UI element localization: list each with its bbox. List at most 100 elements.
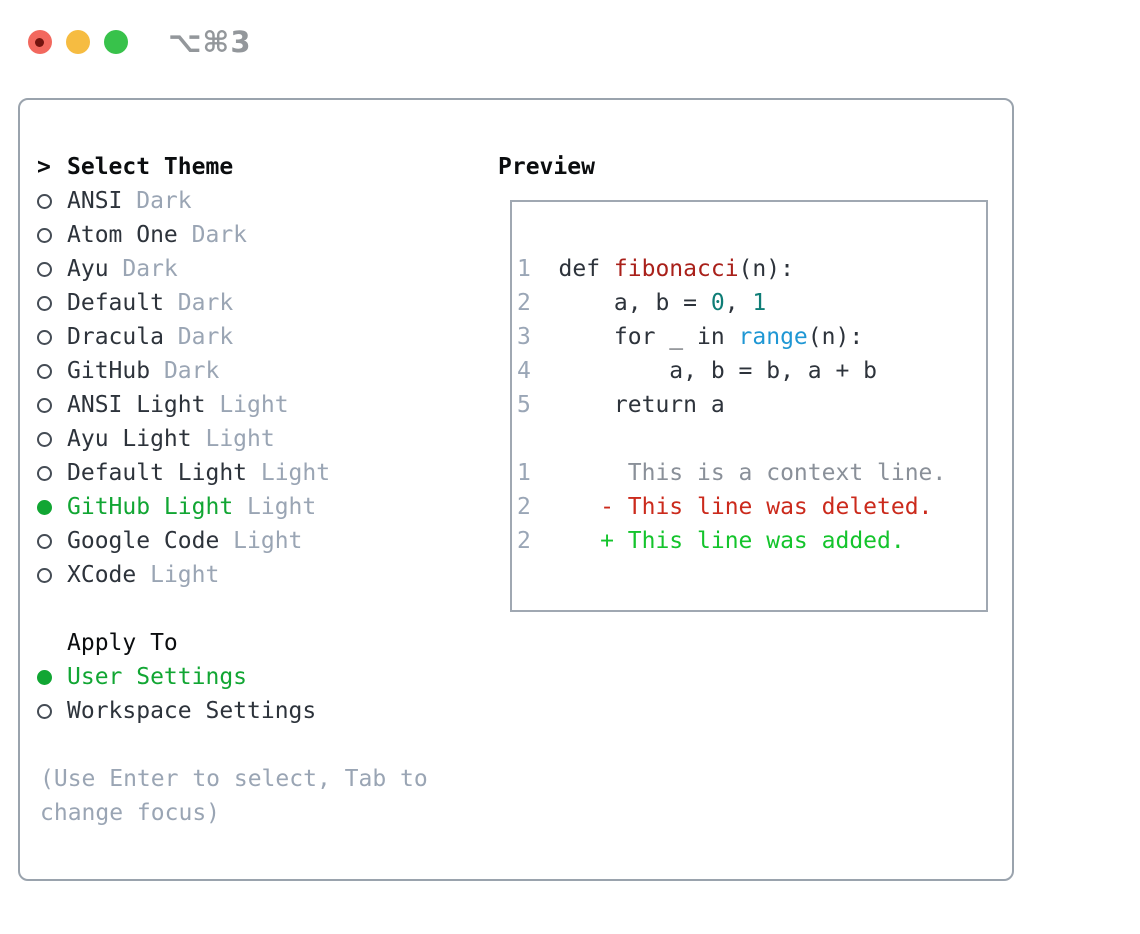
preview-line: 4 a, b = b, a + b bbox=[517, 354, 986, 388]
theme-variant: Light bbox=[247, 494, 317, 520]
theme-name: Ayu bbox=[67, 256, 109, 282]
line-number: 4 bbox=[517, 358, 531, 384]
code-token: (n): bbox=[807, 324, 864, 350]
radio-unselected-icon bbox=[37, 397, 67, 413]
theme-option-ayu[interactable]: Ayu Dark bbox=[37, 252, 428, 286]
line-number bbox=[517, 422, 531, 456]
theme-option-atom-one[interactable]: Atom One Dark bbox=[37, 218, 428, 252]
code-token: def bbox=[558, 256, 614, 282]
theme-option-google-code[interactable]: Google Code Light bbox=[37, 524, 428, 558]
theme-name: Ayu Light bbox=[67, 426, 192, 452]
theme-name: Default Light bbox=[67, 460, 248, 486]
line-content: + This line was added. bbox=[559, 524, 905, 558]
theme-option-ansi-light[interactable]: ANSI Light Light bbox=[37, 388, 428, 422]
code-token: (n): bbox=[738, 256, 794, 282]
theme-name: Atom One bbox=[67, 222, 178, 248]
theme-variant: Light bbox=[233, 528, 303, 554]
preview-line: 1 def fibonacci(n): bbox=[517, 252, 986, 286]
line-number: 1 bbox=[517, 256, 531, 282]
code-token: This is a context line. bbox=[558, 460, 947, 486]
radio-unselected-icon bbox=[37, 431, 67, 447]
theme-name: ANSI bbox=[67, 188, 123, 214]
code-token: , bbox=[724, 290, 753, 316]
apply-to-title: Apply To bbox=[67, 630, 178, 656]
preview-line: 2 + This line was added. bbox=[517, 524, 986, 558]
theme-variant: Light bbox=[150, 562, 220, 588]
code-token: range bbox=[738, 324, 808, 350]
line-number: 5 bbox=[517, 392, 531, 418]
preview-line: 2 a, b = 0, 1 bbox=[517, 286, 986, 320]
radio-unselected-icon bbox=[37, 533, 67, 549]
apply-option-user-settings[interactable]: User Settings bbox=[37, 660, 428, 694]
line-content: return a bbox=[559, 388, 725, 422]
radio-unselected-icon bbox=[37, 703, 67, 719]
theme-option-xcode[interactable]: XCode Light bbox=[37, 558, 428, 592]
theme-variant: Dark bbox=[177, 324, 234, 350]
close-button-icon[interactable] bbox=[28, 30, 52, 54]
preview-line bbox=[517, 422, 986, 456]
radio-unselected-icon bbox=[37, 567, 67, 583]
theme-name: XCode bbox=[67, 562, 137, 588]
theme-variant: Light bbox=[219, 392, 289, 418]
theme-variant: Dark bbox=[163, 358, 220, 384]
hint-line-1: (Use Enter to select, Tab to bbox=[40, 766, 428, 792]
radio-unselected-icon bbox=[37, 193, 67, 209]
preview-title: Preview bbox=[498, 154, 595, 180]
zoom-button-icon[interactable] bbox=[104, 30, 128, 54]
radio-unselected-icon bbox=[37, 329, 67, 345]
apply-option-name: User Settings bbox=[67, 664, 248, 690]
line-content: - This line was deleted. bbox=[558, 490, 933, 524]
code-token: 0 bbox=[710, 290, 725, 316]
line-content: def fibonacci(n): bbox=[559, 252, 794, 286]
code-token: fibonacci bbox=[613, 256, 739, 282]
code-token: + This line was added. bbox=[558, 528, 905, 554]
chevron-right-icon: > bbox=[37, 154, 51, 180]
code-token: a, b = bbox=[558, 290, 711, 316]
preview-line: 2 - This line was deleted. bbox=[517, 490, 986, 524]
select-theme-title: Select Theme bbox=[67, 154, 234, 180]
window-shortcut-label: ⌥⌘3 bbox=[168, 25, 252, 59]
line-number: 2 bbox=[517, 290, 531, 316]
radio-unselected-icon bbox=[37, 261, 67, 277]
code-token: a, b = b, a + b bbox=[558, 358, 878, 384]
cursor-marker: > bbox=[37, 150, 67, 184]
code-token: for _ in bbox=[558, 324, 739, 350]
line-content: This is a context line. bbox=[559, 456, 947, 490]
minimize-button-icon[interactable] bbox=[66, 30, 90, 54]
code-token: return a bbox=[558, 392, 725, 418]
preview-line: 3 for _ in range(n): bbox=[517, 320, 986, 354]
apply-option-workspace-settings[interactable]: Workspace Settings bbox=[37, 694, 428, 728]
apply-option-name: Workspace Settings bbox=[67, 698, 317, 724]
preview-line: 1 This is a context line. bbox=[517, 456, 986, 490]
line-content: a, b = 0, 1 bbox=[558, 286, 766, 320]
line-content: for _ in range(n): bbox=[558, 320, 864, 354]
theme-option-ansi[interactable]: ANSI Dark bbox=[37, 184, 428, 218]
line-number: 3 bbox=[517, 324, 531, 350]
radio-selected-icon bbox=[37, 669, 67, 685]
line-content: a, b = b, a + b bbox=[558, 354, 878, 388]
theme-name: Dracula bbox=[67, 324, 164, 350]
radio-unselected-icon bbox=[37, 465, 67, 481]
theme-name: Google Code bbox=[67, 528, 220, 554]
radio-unselected-icon bbox=[37, 295, 67, 311]
radio-unselected-icon bbox=[37, 227, 67, 243]
code-token: - This line was deleted. bbox=[558, 494, 933, 520]
theme-name: ANSI Light bbox=[67, 392, 206, 418]
theme-variant: Dark bbox=[191, 222, 248, 248]
theme-variant: Dark bbox=[136, 188, 192, 214]
theme-option-dracula[interactable]: Dracula Dark bbox=[37, 320, 428, 354]
radio-unselected-icon bbox=[37, 363, 67, 379]
select-theme-header: > Select Theme bbox=[37, 150, 428, 184]
radio-selected-icon bbox=[37, 499, 67, 515]
theme-variant: Dark bbox=[122, 256, 178, 282]
